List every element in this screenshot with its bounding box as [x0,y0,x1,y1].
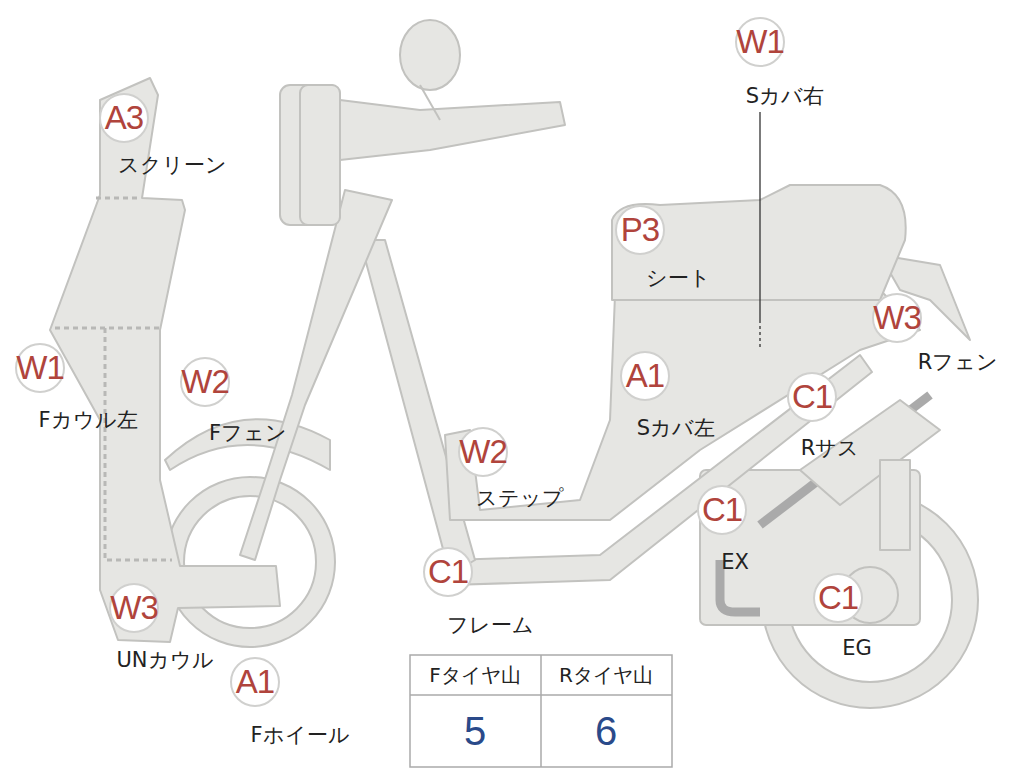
callout-node: P3シート [615,205,665,255]
header-cell: Rタイヤ山 [559,662,653,689]
callout-node: W2ステップ [458,427,508,477]
callout-code: A3 [79,96,169,140]
callout-node: C1EX [697,485,747,535]
header-cell: Fタイヤ山 [429,662,521,689]
callout-node: W2Fフェン [180,357,230,407]
part-name: ステップ [476,486,564,510]
callout-node: C1Rサス [787,372,837,422]
callout-code: C1 [403,550,493,594]
callout-node: W3Rフェン [872,293,922,343]
part-name: Sカバ左 [637,416,715,440]
callout-node: C1EG [813,573,863,623]
callout-code: C1 [677,488,767,532]
value-cell: 5 [464,709,486,754]
callout-code: A1 [600,354,690,398]
callout-code: W2 [160,360,250,404]
part-name: Fフェン [209,421,287,445]
part-name: Rフェン [918,350,999,374]
callout-code: W2 [438,430,528,474]
part-name: Fホイール [250,723,349,747]
part-name: Rサス [801,436,860,460]
callout-node: W1Fカウル左 [15,343,65,393]
callout-code: A1 [210,660,300,704]
part-name: シート [646,266,711,290]
callout-code: C1 [793,576,883,620]
callout-node: C1フレーム [423,547,473,597]
callout-node: W1Sカバ右 [735,17,785,67]
callout-code: P3 [595,208,685,252]
callout-node: A3スクリーン [99,93,149,143]
part-name: Sカバ右 [746,84,824,108]
value-cell: 6 [595,709,617,754]
callout-code: W3 [852,296,942,340]
part-name: EX [721,550,749,574]
callout-node: W3UNカウル [109,583,159,633]
part-name: フレーム [447,613,534,637]
callout-code: C1 [767,375,857,419]
callout-code: W1 [715,20,805,64]
part-name: UNカウル [116,648,213,672]
part-name: Fカウル左 [38,408,137,432]
callout-node: A1Sカバ左 [620,351,670,401]
callout-code: W3 [89,586,179,630]
part-name: スクリーン [118,153,227,177]
part-name: EG [842,636,872,660]
callout-code: W1 [0,346,85,390]
callout-node: A1Fホイール [230,657,280,707]
